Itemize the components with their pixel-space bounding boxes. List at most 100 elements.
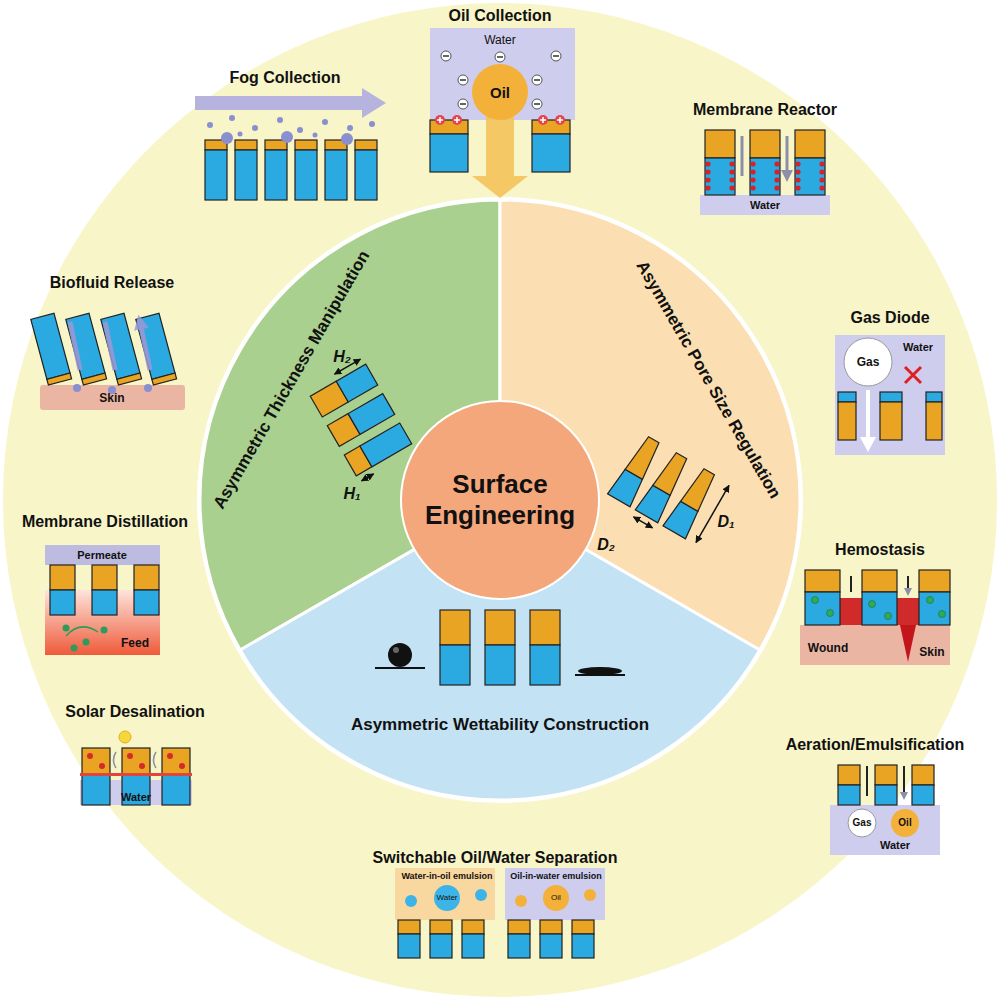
hemostasis-art-part (862, 570, 897, 592)
gas-diode-art-part (838, 402, 856, 440)
switchable-separation-art-part (430, 934, 452, 958)
hemostasis-art-part-part (827, 610, 834, 617)
wettability-blocks-part (485, 645, 515, 685)
fog-pillar-part (235, 140, 257, 150)
membrane-reactor-art-part-part (819, 185, 824, 190)
oil-collection-art (430, 28, 575, 198)
biofluid-release-art-part-part (144, 384, 152, 392)
switchable-separation-art-part (462, 920, 484, 934)
wettability-blocks-part (530, 610, 560, 645)
part-label: Gas (853, 818, 872, 828)
membrane-reactor-art-part-part (774, 185, 779, 190)
membrane-distillation-art-part-part (63, 625, 70, 632)
membrane-reactor-art-part-part (774, 177, 779, 182)
application-title: Fog Collection (229, 70, 340, 86)
membrane-distillation-art-part (63, 625, 108, 652)
fog-collection-art (195, 88, 386, 200)
gas-diode-art-part (880, 402, 902, 440)
fog-pillar-part (355, 150, 377, 200)
fog-collection-art-part-part (369, 121, 375, 127)
aeration-emulsification-art-part (891, 809, 919, 837)
part-label: Water (484, 34, 516, 46)
membrane-reactor-art-part-part (750, 161, 755, 166)
fog-pillar (355, 140, 377, 200)
gas-diode-art-part (838, 392, 856, 402)
fog-collection-art-part-part (341, 133, 353, 145)
hemostasis-art-part (862, 592, 897, 625)
aeration-emulsification-art-part (875, 765, 897, 785)
pore-size-blocks-part (625, 435, 662, 480)
solar-desalination-art-part-part (87, 753, 93, 759)
pore-size-blocks-part (633, 517, 652, 528)
part-label: Water (880, 840, 910, 851)
membrane-distillation-art-part (50, 590, 75, 615)
thickness-blocks-part (310, 381, 348, 417)
gas-diode-art-part (926, 402, 942, 440)
pore-size-blocks-part (681, 467, 718, 512)
thickness-blocks-part (348, 394, 395, 435)
wettability-blocks-part (578, 667, 622, 675)
membrane-reactor-art-part-part (729, 169, 734, 174)
center-title: Surface Engineering (408, 469, 592, 531)
aeration-emulsification-art-part (838, 785, 860, 805)
part-label: Oil (490, 85, 510, 100)
membrane-reactor-art-part-part (795, 161, 800, 166)
thickness-blocks-part (327, 414, 360, 447)
hemostasis-art-part (812, 597, 946, 620)
membrane-distillation-art-part (92, 565, 117, 590)
membrane-distillation-art-part (134, 565, 159, 590)
part-label: Feed (121, 637, 149, 649)
aeration-emulsification-art-part (867, 766, 904, 796)
part-label: Water (121, 792, 151, 803)
fog-collection-art-part-part (347, 125, 353, 131)
gas-diode-art-part (866, 390, 870, 438)
thickness-blocks-part (344, 446, 372, 476)
part-label: Water-in-oil emulsion (401, 872, 492, 881)
solar-desalination-art-part-part (179, 763, 185, 769)
application-title: Biofluid Release (50, 275, 174, 291)
wettability-blocks-part (485, 610, 515, 645)
part-label: Gas (857, 356, 880, 368)
switchable-separation-art-part (398, 920, 420, 934)
thickness-blocks-part (360, 423, 412, 467)
switchable-separation-art-part (508, 920, 530, 934)
fog-collection-art-part-part (207, 122, 213, 128)
hemostasis-art-part-part (812, 597, 819, 604)
wettability-blocks-part (530, 645, 560, 685)
switchable-separation-art-part (405, 895, 417, 907)
gas-diode-art-part (926, 392, 942, 402)
switchable-separation-art-part (584, 889, 596, 901)
membrane-reactor-art-part-part (705, 185, 710, 190)
dimension-label: H₂ (333, 349, 351, 365)
membrane-reactor-art-part (705, 158, 735, 195)
sector-title: Asymmetric Pore Size Regulation (631, 257, 784, 502)
membrane-reactor-art-part-part (774, 161, 779, 166)
fog-collection-art-part-part (297, 127, 303, 133)
membrane-reactor-art-part (742, 136, 787, 176)
fog-pillar-part (325, 150, 347, 200)
fog-pillar (295, 140, 317, 200)
membrane-reactor-art-part (705, 130, 735, 158)
membrane-reactor-art-part-part (729, 177, 734, 182)
membrane-distillation-art-part (45, 590, 160, 655)
pore-size-blocks-part (663, 500, 701, 539)
fog-pillar (235, 140, 257, 200)
solar-desalination-art-part (122, 748, 150, 775)
membrane-reactor-art-part-part (819, 177, 824, 182)
solar-desalination-art-part (119, 731, 131, 743)
membrane-reactor-art-part (700, 195, 830, 215)
fog-pillar (265, 140, 287, 200)
biofluid-release-art-part (40, 385, 185, 410)
part-label: Oil (551, 894, 561, 902)
membrane-distillation-art-part (50, 565, 75, 590)
aeration-emulsification-art-part (848, 809, 876, 837)
part-label: Water (903, 342, 933, 353)
fog-collection-art-part-part (252, 125, 258, 131)
dimension-label: D₂ (597, 537, 615, 553)
oil-collection-art-part (551, 51, 561, 61)
hemostasis-art-part (851, 576, 908, 592)
oil-collection-art-part (430, 28, 575, 120)
biofluid-release-art-part-part (73, 384, 81, 392)
hemostasis-art-part (805, 592, 840, 625)
solar-desalination-art-part (82, 775, 110, 805)
